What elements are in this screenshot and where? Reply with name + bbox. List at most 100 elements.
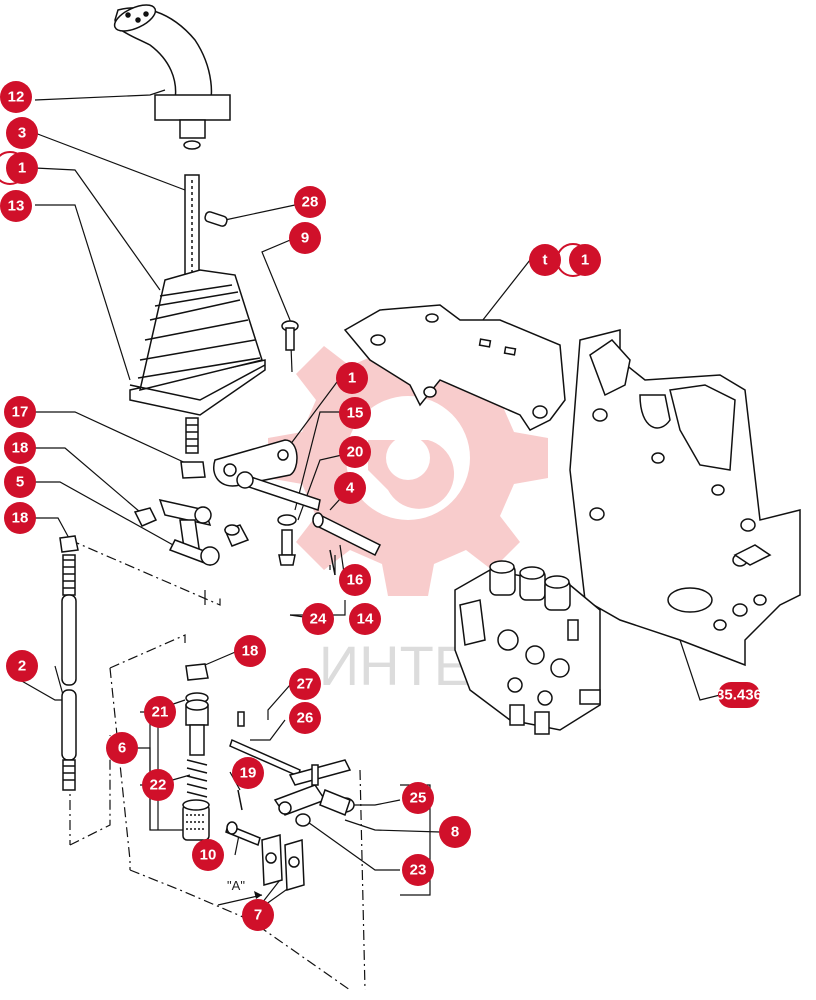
svg-text:24: 24 (310, 611, 327, 628)
fork-7 (261, 834, 305, 891)
support-bracket (343, 304, 566, 431)
svg-text:26: 26 (297, 710, 314, 727)
callout-4: 4 (334, 472, 366, 504)
svg-text:6: 6 (118, 740, 126, 757)
svg-text:20: 20 (347, 444, 364, 461)
swivel-5 (158, 498, 220, 566)
svg-text:19: 19 (240, 765, 257, 782)
callout-14: 14 (349, 603, 381, 635)
nut-18-b (59, 535, 79, 553)
svg-text:23: 23 (410, 862, 427, 879)
callout-17: 17 (4, 396, 36, 428)
svg-text:1: 1 (581, 252, 589, 269)
svg-text:5: 5 (16, 474, 24, 491)
control-valve (454, 560, 601, 735)
clip-16 (329, 549, 336, 576)
svg-text:3: 3 (18, 125, 26, 142)
lever-shaft (184, 174, 200, 286)
rubber-boot (129, 269, 266, 416)
svg-text:13: 13 (8, 198, 25, 215)
view-arrowhead (254, 891, 262, 899)
mounting-plate (569, 329, 801, 667)
nut-17 (180, 461, 206, 479)
callout-13: 13 (0, 190, 32, 222)
rod-2 (61, 554, 77, 791)
callout-15: 15 (339, 397, 371, 429)
view-a-label: "A" (227, 878, 245, 893)
callout-16: 16 (339, 564, 371, 596)
callout-5: 5 (4, 466, 36, 498)
svg-text:35.436: 35.436 (716, 687, 762, 704)
svg-text:9: 9 (301, 230, 309, 247)
bolt-20 (278, 529, 296, 566)
callout-22: 22 (142, 769, 174, 801)
screw-9 (281, 320, 299, 351)
svg-text:18: 18 (12, 440, 29, 457)
sleeve (182, 799, 210, 841)
callout-20: 20 (339, 436, 371, 468)
svg-text:17: 17 (12, 404, 29, 421)
pin-28 (204, 211, 228, 227)
svg-text:1: 1 (18, 160, 26, 177)
svg-text:16: 16 (347, 572, 364, 589)
callout-19: 19 (232, 757, 264, 789)
spring-22 (186, 759, 208, 798)
lever-bracket (213, 439, 321, 511)
pin-27 (237, 711, 245, 727)
svg-text:28: 28 (302, 194, 319, 211)
callout-26: 26 (289, 702, 321, 734)
callout-35436: 35.436 (716, 682, 762, 708)
callout-18-b: 18 (4, 502, 36, 534)
view-arrow (217, 894, 263, 906)
svg-text:8: 8 (451, 824, 459, 841)
callout-28: 28 (294, 186, 326, 218)
svg-text:22: 22 (150, 777, 167, 794)
callout-27: 27 (289, 668, 321, 700)
svg-text:2: 2 (18, 658, 26, 675)
callout-23: 23 (402, 854, 434, 886)
lever-8 (273, 759, 355, 816)
callout-1-mid: 1 (336, 362, 368, 394)
watermark-text: ИНТЕ (319, 634, 471, 697)
spool-6 (185, 699, 209, 756)
svg-text:10: 10 (200, 847, 217, 864)
svg-text:t: t (543, 252, 548, 269)
clip-19 (237, 789, 243, 811)
bushing-23 (295, 813, 311, 827)
shaft-4 (312, 512, 382, 557)
joystick-handle (113, 4, 231, 150)
callout-12: 12 (0, 81, 32, 113)
pin-10 (225, 821, 261, 847)
callout-7: 7 (242, 899, 274, 931)
threaded-stud (185, 417, 199, 454)
callout-9: 9 (289, 222, 321, 254)
svg-text:12: 12 (8, 89, 25, 106)
svg-text:4: 4 (346, 480, 355, 497)
callout-21: 21 (144, 696, 176, 728)
svg-text:18: 18 (242, 643, 259, 660)
svg-text:25: 25 (410, 790, 427, 807)
callout-t: t (529, 244, 561, 276)
callout-3: 3 (6, 117, 38, 149)
callout-10: 10 (192, 839, 224, 871)
callout-6: 6 (106, 732, 138, 764)
callout-18-c: 18 (234, 635, 266, 667)
svg-text:1: 1 (348, 370, 356, 387)
callout-1-top: 1 (0, 151, 38, 185)
svg-text:18: 18 (12, 510, 29, 527)
callout-8: 8 (439, 816, 471, 848)
svg-text:21: 21 (152, 704, 169, 721)
callout-2: 2 (6, 650, 38, 682)
svg-text:7: 7 (254, 907, 262, 924)
spacer-24 (223, 524, 250, 547)
svg-text:14: 14 (357, 611, 374, 628)
svg-text:15: 15 (347, 405, 364, 422)
washer-15 (277, 514, 297, 526)
nut-18-a (133, 507, 158, 527)
callout-24: 24 (302, 603, 334, 635)
nut-18-c (185, 663, 209, 681)
callout-25: 25 (402, 782, 434, 814)
callout-t-1: 1 (556, 243, 601, 277)
callout-18-a: 18 (4, 432, 36, 464)
